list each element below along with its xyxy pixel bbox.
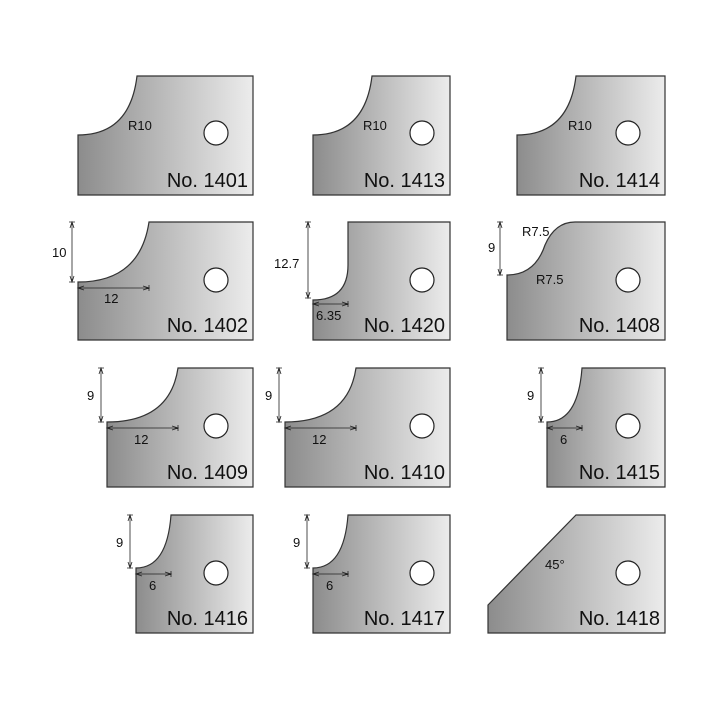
- horizontal-dimension-line: [134, 571, 173, 577]
- vertical-dimension-line: [276, 366, 282, 424]
- horizontal-dimension-line: [311, 571, 350, 577]
- cutter-profile-1416: No. 1416 9 6: [116, 513, 254, 634]
- profile-number-label: No. 1408: [579, 315, 660, 337]
- horizontal-dimension-line: [76, 285, 151, 291]
- cutter-body: [546, 367, 666, 488]
- horizontal-dimension-label: 6: [149, 578, 156, 593]
- mounting-hole: [409, 267, 435, 293]
- cutter-profile-1417: No. 1417 9 6: [293, 513, 451, 634]
- vertical-dimension-label: 10: [52, 245, 66, 260]
- vertical-dimension-label: 9: [265, 388, 272, 403]
- dimension-label: R10: [128, 118, 152, 133]
- profile-number-label: No. 1401: [167, 170, 248, 192]
- cutter-body: [312, 221, 451, 341]
- cutter-profile-1415: No. 1415 9 6: [527, 366, 666, 488]
- horizontal-dimension-label: 12: [104, 291, 118, 306]
- cutter-body: [77, 75, 254, 196]
- cutter-body: [312, 514, 451, 634]
- vertical-dimension-label: 9: [87, 388, 94, 403]
- vertical-dimension-line: [69, 220, 75, 284]
- profile-number-label: No. 1413: [364, 170, 445, 192]
- vertical-dimension-line: [497, 220, 503, 277]
- profile-number-label: No. 1410: [364, 462, 445, 484]
- dimension-label: R10: [363, 118, 387, 133]
- horizontal-dimension-line: [311, 301, 350, 307]
- cutter-profile-1413: No. 1413 R10: [312, 75, 451, 196]
- vertical-dimension-label: 9: [116, 535, 123, 550]
- horizontal-dimension-label: 6.35: [316, 308, 341, 323]
- horizontal-dimension-label: 12: [134, 432, 148, 447]
- cutter-body: [516, 75, 666, 196]
- horizontal-dimension-line: [283, 425, 358, 431]
- profile-number-label: No. 1414: [579, 170, 660, 192]
- vertical-dimension-label: 9: [293, 535, 300, 550]
- cutter-body: [506, 221, 666, 341]
- dimension-label: R10: [568, 118, 592, 133]
- profile-number-label: No. 1409: [167, 462, 248, 484]
- vertical-dimension-line: [305, 220, 311, 300]
- mounting-hole: [615, 267, 641, 293]
- cutter-body: [135, 514, 254, 634]
- horizontal-dimension-line: [105, 425, 180, 431]
- profile-number-label: No. 1416: [167, 608, 248, 630]
- mounting-hole: [409, 120, 435, 146]
- profile-number-label: No. 1418: [579, 608, 660, 630]
- vertical-dimension-line: [127, 513, 133, 570]
- profile-number-label: No. 1417: [364, 608, 445, 630]
- mounting-hole: [203, 267, 229, 293]
- vertical-dimension-label: 9: [488, 240, 495, 255]
- cutter-profile-1402: No. 1402 10 12: [52, 220, 254, 341]
- cutter-body: [77, 221, 254, 341]
- dimension-label: 45°: [545, 557, 565, 572]
- cutter-profile-1418: No. 1418 45°: [487, 514, 666, 634]
- cutter-profile-1420: No. 1420 12.7 6.35: [274, 220, 451, 341]
- cutter-body: [106, 367, 254, 488]
- vertical-dimension-line: [98, 366, 104, 424]
- profile-number-label: No. 1402: [167, 315, 248, 337]
- cutter-profile-1410: No. 1410 9 12: [265, 366, 451, 488]
- vertical-dimension-label: 12.7: [274, 256, 299, 271]
- radius-label: R7.5: [536, 272, 563, 287]
- horizontal-dimension-label: 6: [326, 578, 333, 593]
- mounting-hole: [615, 120, 641, 146]
- mounting-hole: [409, 560, 435, 586]
- cutter-body: [487, 514, 666, 634]
- cutter-profile-1409: No. 1409 9 12: [87, 366, 254, 488]
- mounting-hole: [203, 413, 229, 439]
- cutter-profile-1401: No. 1401 R10: [77, 75, 254, 196]
- cutter-body: [312, 75, 451, 196]
- radius-label: R7.5: [522, 224, 549, 239]
- vertical-dimension-label: 9: [527, 388, 534, 403]
- profile-number-label: No. 1420: [364, 315, 445, 337]
- mounting-hole: [203, 120, 229, 146]
- horizontal-dimension-label: 12: [312, 432, 326, 447]
- mounting-hole: [615, 560, 641, 586]
- horizontal-dimension-label: 6: [560, 432, 567, 447]
- vertical-dimension-line: [538, 366, 544, 424]
- cutter-body: [284, 367, 451, 488]
- mounting-hole: [203, 560, 229, 586]
- mounting-hole: [615, 413, 641, 439]
- profile-number-label: No. 1415: [579, 462, 660, 484]
- cutter-profile-1414: No. 1414 R10: [516, 75, 666, 196]
- vertical-dimension-line: [304, 513, 310, 570]
- horizontal-dimension-line: [545, 425, 584, 431]
- mounting-hole: [409, 413, 435, 439]
